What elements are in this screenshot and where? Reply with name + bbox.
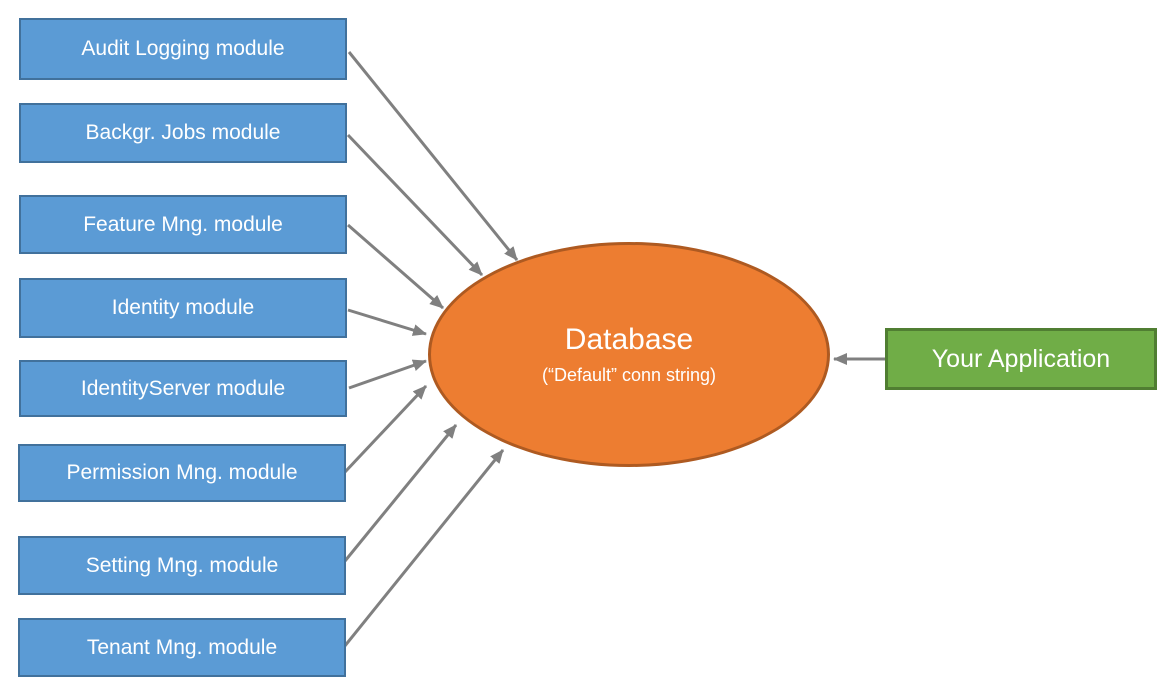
module-box-permission-mng: Permission Mng. module bbox=[18, 444, 346, 502]
application-box: Your Application bbox=[885, 328, 1157, 390]
arrow-setting-mng-to-database bbox=[343, 424, 458, 562]
application-label: Your Application bbox=[931, 344, 1111, 373]
module-label: Tenant Mng. module bbox=[86, 635, 278, 659]
module-label: IdentityServer module bbox=[80, 376, 286, 400]
module-label: Audit Logging module bbox=[81, 37, 285, 60]
arrow-tenant-mng-to-database bbox=[342, 449, 505, 648]
module-label: Setting Mng. module bbox=[85, 553, 279, 577]
module-box-feature-mng: Feature Mng. module bbox=[19, 195, 347, 254]
arrow-audit-logging-to-database bbox=[347, 51, 519, 261]
module-label: Permission Mng. module bbox=[66, 461, 298, 484]
module-box-tenant-mng: Tenant Mng. module bbox=[18, 618, 346, 677]
database-title: Database bbox=[564, 323, 694, 357]
module-box-backgr-jobs: Backgr. Jobs module bbox=[19, 103, 347, 163]
module-box-identityserver: IdentityServer module bbox=[19, 360, 347, 417]
module-label: Identity module bbox=[111, 296, 255, 319]
module-box-setting-mng: Setting Mng. module bbox=[18, 536, 346, 595]
module-label: Feature Mng. module bbox=[83, 212, 283, 236]
arrow-permission-mng-to-database bbox=[343, 384, 428, 474]
module-box-identity: Identity module bbox=[19, 278, 347, 338]
arrow-backgr-jobs-to-database bbox=[346, 133, 484, 277]
arrow-feature-mng-to-database bbox=[347, 223, 444, 310]
arrow-identityserver-to-database bbox=[348, 359, 427, 390]
module-label: Backgr. Jobs module bbox=[85, 121, 281, 144]
database-ellipse: Database (“Default” conn string) bbox=[428, 242, 830, 467]
module-box-audit-logging: Audit Logging module bbox=[19, 18, 347, 80]
database-subtitle: (“Default” conn string) bbox=[541, 364, 717, 385]
arrow-identity-to-database bbox=[347, 308, 427, 336]
